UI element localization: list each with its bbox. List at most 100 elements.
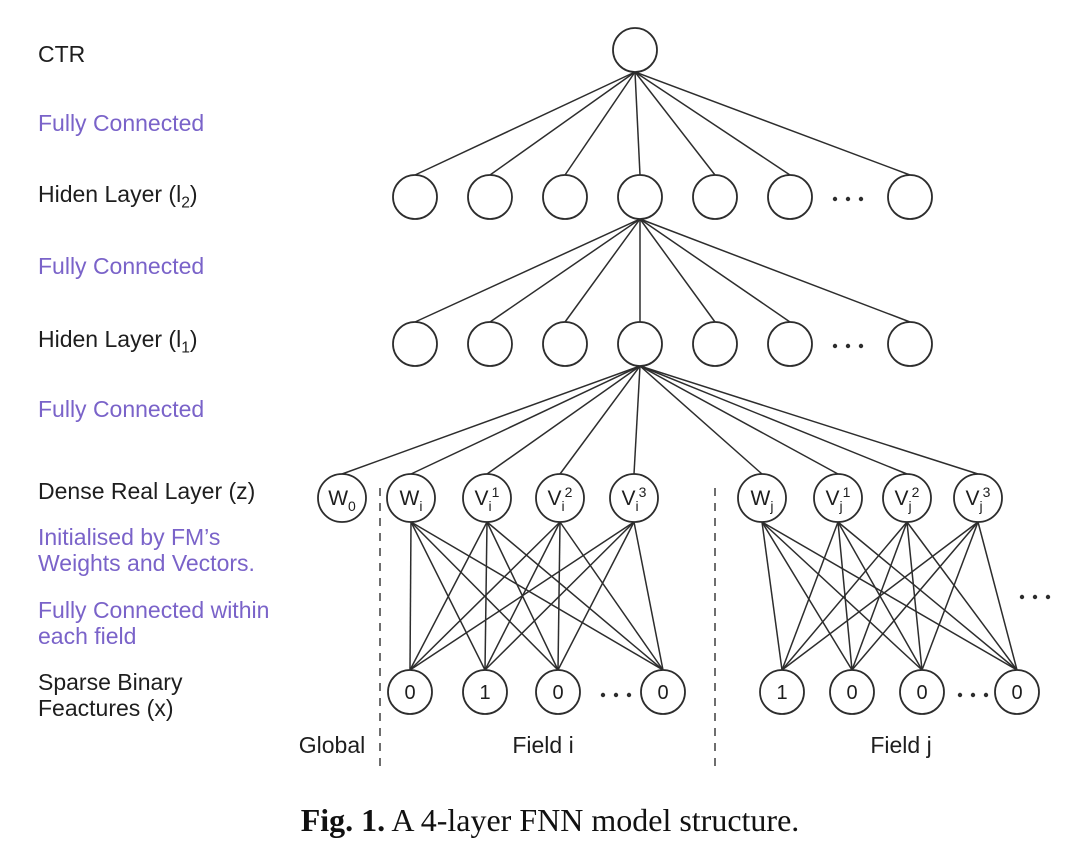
edge-dense-to-sparse-j: [851, 521, 979, 671]
hidden-layer-2-node: [392, 174, 438, 220]
ellipsis-dot: [600, 692, 606, 698]
ellipsis-dot: [832, 196, 838, 202]
hidden-layer-1-node: [542, 321, 588, 367]
ellipsis-dot: [626, 692, 632, 698]
sparse-node-value: 1: [776, 682, 787, 704]
sparse-node-value: 1: [479, 682, 490, 704]
label-initialised-by-fm: Initialised by FM’s Weights and Vectors.: [38, 524, 255, 576]
edge-h2-to-h1: [639, 218, 716, 323]
dense-node-label: Vi2: [548, 484, 573, 514]
edge-dense-to-sparse-i: [559, 521, 664, 671]
label-fully-connected-within-field: Fully Connected within each field: [38, 597, 270, 649]
edge-output-to-h2: [634, 71, 641, 176]
label-fully-connected-low: Fully Connected: [38, 396, 205, 422]
edge-h1-to-dense: [486, 365, 641, 475]
nodes: [317, 27, 1040, 715]
edge-dense-to-sparse-j: [761, 521, 923, 671]
edge-dense-to-sparse-j: [921, 521, 979, 671]
hidden-layer-1-ellipsis: [832, 343, 864, 349]
edge-output-to-h2: [634, 71, 911, 176]
sparse-ellipsis-i: [600, 692, 632, 698]
dense-node-label: Vi1: [475, 484, 500, 514]
edge-dense-to-sparse-i: [486, 521, 664, 671]
dense-node: [386, 473, 436, 523]
hidden-layer-2-node: [887, 174, 933, 220]
dense-node: [813, 473, 863, 523]
edge-dense-to-sparse-j: [781, 521, 979, 671]
dense-node: [737, 473, 787, 523]
edge-output-to-h2: [634, 71, 791, 176]
edge-h1-to-dense: [341, 365, 641, 475]
label-hidden-layer-2: Hiden Layer (l2): [38, 181, 198, 212]
ellipsis-dot: [1045, 594, 1051, 600]
sparse-node: [640, 669, 686, 715]
edge-output-to-h2: [634, 71, 716, 176]
edge-dense-to-sparse-j: [781, 521, 908, 671]
sparse-node-value: 0: [657, 682, 668, 704]
edge-output-to-h2: [489, 71, 636, 176]
dense-node-label: Vj1: [826, 484, 851, 514]
sparse-node: [829, 669, 875, 715]
edge-h1-to-dense: [633, 365, 641, 475]
hidden-layer-1-node: [392, 321, 438, 367]
sparse-node: [462, 669, 508, 715]
hidden-layer-1-node: [467, 321, 513, 367]
edge-dense-to-sparse-i: [409, 521, 488, 671]
edge-dense-to-sparse-i: [410, 521, 664, 671]
ellipsis-dot: [970, 692, 976, 698]
dense-node-label: Wj: [751, 487, 774, 514]
label-ctr: CTR: [38, 41, 86, 67]
sparse-node-value: 0: [1011, 682, 1022, 704]
dense-node: [953, 473, 1003, 523]
edge-h2-to-h1: [489, 218, 641, 323]
ellipsis-dot: [845, 343, 851, 349]
sparse-node-value: 0: [916, 682, 927, 704]
label-hidden-layer-1: Hiden Layer (l1): [38, 326, 198, 357]
edge-dense-to-sparse-j: [761, 521, 783, 671]
figure-caption: Fig. 1. A 4-layer FNN model structure.: [301, 802, 800, 839]
output-node-ctr: [612, 27, 658, 73]
field-separators: [379, 488, 716, 766]
edge-output-to-h2: [414, 71, 636, 176]
hidden-layer-2-ellipsis: [832, 196, 864, 202]
label-fully-connected-top: Fully Connected: [38, 110, 205, 136]
dense-node: [882, 473, 932, 523]
edge-h1-to-dense: [410, 365, 641, 475]
edge-h2-to-h1: [414, 218, 641, 323]
label-fully-connected-mid: Fully Connected: [38, 253, 205, 279]
edge-h1-to-dense: [559, 365, 641, 475]
dense-node: [609, 473, 659, 523]
edge-dense-to-sparse-j: [906, 521, 1018, 671]
edge-dense-to-sparse-j: [837, 521, 1018, 671]
sparse-node: [535, 669, 581, 715]
edge-dense-to-sparse-i: [633, 521, 664, 671]
hidden-layer-2-node: [467, 174, 513, 220]
sparse-node: [759, 669, 805, 715]
hidden-layer-2-node: [692, 174, 738, 220]
edges: [341, 71, 1018, 671]
edge-h1-to-dense: [639, 365, 839, 475]
hidden-layer-1-node: [887, 321, 933, 367]
ellipsis-dot: [983, 692, 989, 698]
edge-h2-to-h1: [639, 218, 911, 323]
edge-dense-to-sparse-j: [761, 521, 1018, 671]
label-global: Global: [298, 732, 366, 758]
edge-dense-to-sparse-i: [557, 521, 635, 671]
dense-node-label: Wi: [400, 487, 423, 514]
sparse-node-value: 0: [846, 682, 857, 704]
sparse-ellipsis-j: [957, 692, 989, 698]
ellipsis-dot: [1019, 594, 1025, 600]
sparse-node-value: 0: [552, 682, 563, 704]
figure-caption-number: Fig. 1.: [300, 802, 386, 838]
label-field-i: Field i: [512, 732, 574, 758]
dense-node-label: Vj2: [895, 484, 920, 514]
edge-h1-to-dense: [639, 365, 979, 475]
edge-dense-to-sparse-i: [409, 521, 412, 671]
figure-caption-text: A 4-layer FNN model structure.: [385, 802, 800, 838]
hidden-layer-2-node: [767, 174, 813, 220]
ellipsis-dot: [832, 343, 838, 349]
hidden-layer-2-node: [542, 174, 588, 220]
dense-node-label: Vi3: [622, 484, 647, 514]
ellipsis-dot: [845, 196, 851, 202]
edge-dense-to-sparse-j: [761, 521, 853, 671]
